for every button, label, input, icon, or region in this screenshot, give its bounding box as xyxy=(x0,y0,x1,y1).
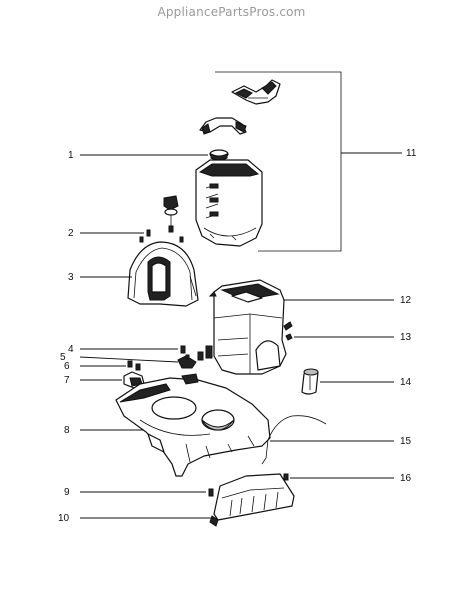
part-1-cap[interactable] xyxy=(209,149,229,161)
callout-9: 9 xyxy=(64,487,70,498)
callout-11: 11 xyxy=(406,148,417,159)
part-8-nozzle-base[interactable] xyxy=(115,373,271,477)
part-4-screw[interactable] xyxy=(180,345,186,354)
callout-15: 15 xyxy=(400,436,412,447)
callout-14: 14 xyxy=(400,377,412,388)
part-2-screws[interactable] xyxy=(139,229,184,243)
bracket-11 xyxy=(215,71,402,252)
handle-grip-upper[interactable] xyxy=(231,79,281,105)
callout-labels: 1 2 3 4 5 6 7 8 9 10 11 12 13 14 15 16 xyxy=(58,148,417,524)
callout-7: 7 xyxy=(64,375,70,386)
callout-16: 16 xyxy=(400,473,412,484)
callout-1: 1 xyxy=(68,150,74,161)
leader-lines xyxy=(79,154,394,519)
part-16-screw[interactable] xyxy=(283,473,289,481)
valve-assembly[interactable] xyxy=(163,195,179,233)
part-13-clip[interactable] xyxy=(283,321,293,341)
watermark-text: AppliancePartsPros.com xyxy=(157,5,306,19)
part-15-hose[interactable] xyxy=(261,415,327,465)
part-12-base-housing[interactable] xyxy=(197,279,287,375)
part-10-nozzle-plate[interactable] xyxy=(209,473,295,527)
part-14-filter-tube[interactable] xyxy=(301,368,319,395)
handle-grip-lower[interactable] xyxy=(199,117,247,135)
callout-3: 3 xyxy=(68,272,74,283)
part-6-pins[interactable] xyxy=(127,360,141,371)
part-5-latch[interactable] xyxy=(177,354,197,369)
callout-13: 13 xyxy=(400,332,412,343)
part-3-front-cover[interactable] xyxy=(127,241,199,307)
callout-5: 5 xyxy=(60,352,66,363)
part-11-tank-housing[interactable] xyxy=(195,159,263,247)
callout-12: 12 xyxy=(400,295,412,306)
part-9-screw[interactable] xyxy=(208,488,214,497)
callout-8: 8 xyxy=(64,425,70,436)
callout-10: 10 xyxy=(58,513,70,524)
callout-2: 2 xyxy=(68,228,74,239)
callout-6: 6 xyxy=(64,361,70,372)
callout-4: 4 xyxy=(68,344,74,355)
